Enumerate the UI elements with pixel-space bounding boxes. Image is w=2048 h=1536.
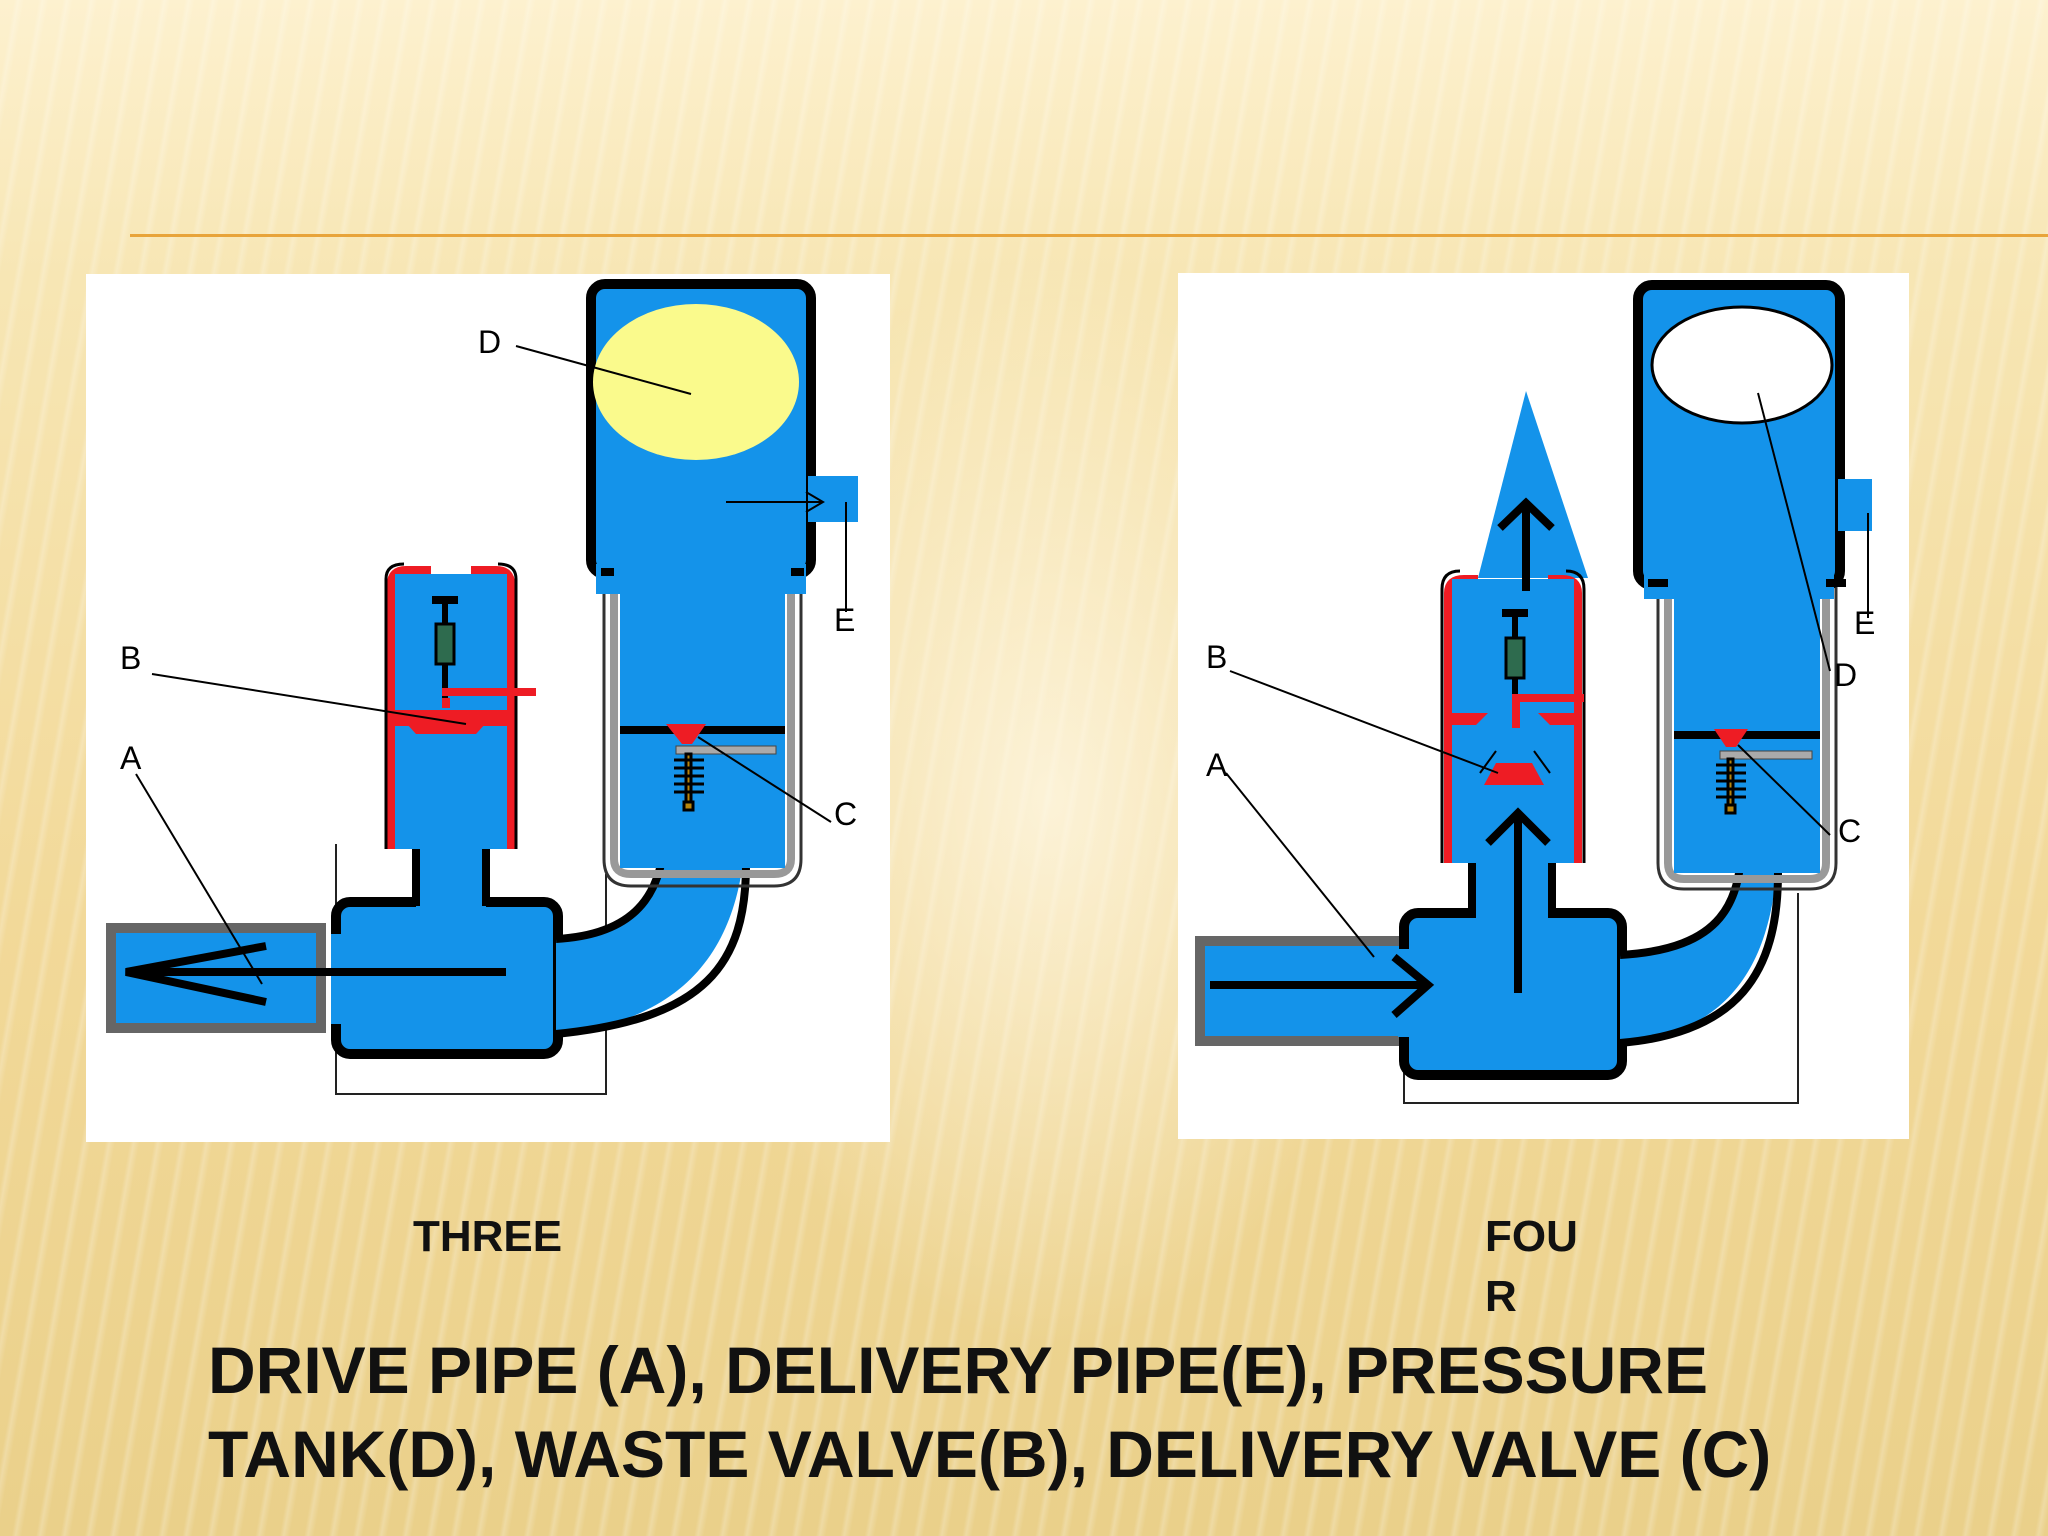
component-legend-text: DRIVE PIPE (A), DELIVERY PIPE(E), PRESSU…: [208, 1333, 1772, 1491]
label-a: A: [120, 740, 142, 776]
diagram-three-drawing: [106, 279, 858, 1095]
valve-body: [331, 897, 563, 1059]
label-c: C: [834, 796, 858, 832]
label-d: D: [478, 324, 502, 360]
label-b: B: [1206, 639, 1228, 675]
title-rule: [130, 234, 2048, 237]
air-pocket: [593, 304, 799, 460]
label-a: A: [1206, 747, 1228, 783]
label-b: B: [120, 640, 142, 676]
air-pocket: [1650, 305, 1834, 425]
diagram-three: D E B A C: [86, 274, 890, 1142]
label-e: E: [1854, 605, 1876, 641]
caption-three: THREE: [413, 1212, 563, 1261]
label-e: E: [834, 602, 856, 638]
valve-body: [1399, 908, 1627, 1080]
drive-pipe: [1195, 936, 1417, 1046]
diagram-four: B A E D C: [1178, 273, 1909, 1139]
label-c: C: [1838, 813, 1862, 849]
diagram-four-drawing: [1195, 280, 1872, 1104]
label-d: D: [1834, 657, 1858, 693]
caption-four: FOU R: [1485, 1212, 1578, 1321]
